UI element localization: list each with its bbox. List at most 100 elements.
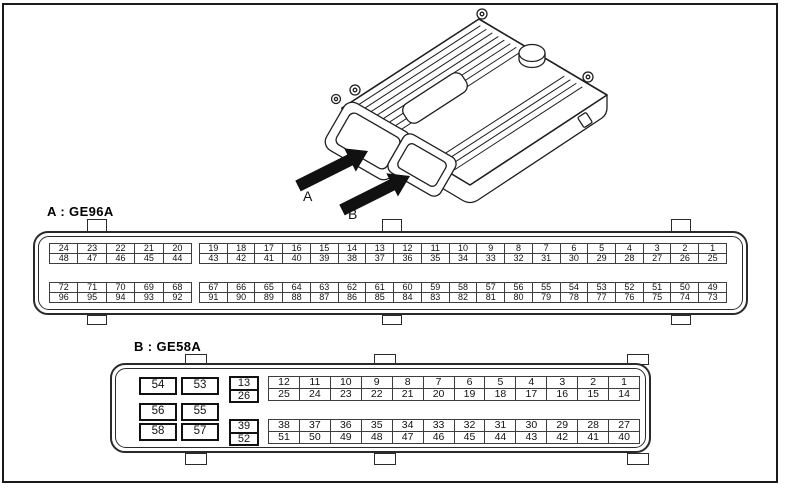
- mount-tab: [671, 315, 691, 325]
- pin-cell: 26: [670, 254, 698, 263]
- pin-cell: 34: [391, 420, 423, 431]
- pin-cell: 48: [360, 432, 392, 443]
- pin-cell: 50: [298, 432, 330, 443]
- pin-cell: 73: [698, 293, 726, 302]
- pin-cell: 93: [134, 293, 162, 302]
- pin-cell: 14: [608, 389, 639, 400]
- pin-cell: 50: [670, 283, 698, 292]
- pin-cell: 87: [309, 293, 338, 302]
- pin-cell: 17: [254, 244, 282, 253]
- pin-box-56: 56: [139, 403, 177, 421]
- pin-cell: 32: [453, 420, 485, 431]
- pin-cell: 56: [504, 283, 532, 292]
- mount-tab: [382, 315, 402, 325]
- pin-cell: 58: [448, 283, 477, 292]
- ecu-screw-bosses: [349, 8, 594, 96]
- pin-cell: 3: [642, 244, 671, 253]
- pin-row: 52: [231, 432, 257, 445]
- pin-cell: 65: [254, 283, 282, 292]
- pin-cell: 34: [448, 254, 477, 263]
- pin-cell: 19: [208, 243, 219, 253]
- pin-cell: 5: [484, 377, 515, 388]
- pin-cell: 36: [393, 254, 421, 263]
- ecu-boss-cylinder: [518, 43, 546, 69]
- pin-cell: 15: [577, 389, 608, 400]
- pin-cell: 9: [360, 377, 392, 388]
- pin-cell: 37: [365, 254, 393, 263]
- connector-b-title: B : GE58A: [134, 339, 202, 354]
- pin-cell: 8: [391, 377, 423, 388]
- pin-cell: 81: [476, 293, 504, 302]
- mount-tab: [185, 453, 207, 465]
- pin-row: 26: [231, 389, 257, 402]
- pin-cell: 42: [546, 432, 577, 443]
- pin-cell: 33: [476, 254, 504, 263]
- ecu-mount-ear: [330, 93, 342, 105]
- pin-cell: 47: [391, 432, 423, 443]
- pin-cell: 89: [254, 293, 282, 302]
- pin-cell: 32: [504, 254, 532, 263]
- pin-cell: 57: [476, 283, 504, 292]
- pin-cell: 88: [282, 293, 310, 302]
- pin-cell: 17: [515, 389, 546, 400]
- pin-cell: 43: [515, 432, 546, 443]
- pin-cell: 59: [420, 283, 449, 292]
- pin-cell: 51: [642, 283, 671, 292]
- pin-cell: 13: [237, 377, 251, 389]
- pin-cell: 14: [337, 244, 366, 253]
- pin-cell: 52: [615, 283, 643, 292]
- pin-cell: 1: [698, 244, 726, 253]
- pin-cell: 18: [484, 389, 515, 400]
- pin-cell: 21: [391, 389, 423, 400]
- mount-tab: [87, 315, 107, 325]
- pin-cell: 27: [642, 254, 671, 263]
- pin-cell: 68: [162, 283, 191, 292]
- pin-cell: 13: [365, 244, 393, 253]
- pin-cell: 71: [77, 283, 105, 292]
- pin-cell: 44: [484, 432, 515, 443]
- pin-cell: 22: [360, 389, 392, 400]
- pin-cell: 31: [531, 254, 560, 263]
- pin-row: 39: [231, 421, 257, 432]
- pin-cell: 16: [546, 389, 577, 400]
- pin-cell: 36: [329, 420, 361, 431]
- pin-cell: 45: [134, 254, 162, 263]
- pin-cell: 35: [420, 254, 449, 263]
- pin-cell: 42: [226, 254, 255, 263]
- pin-cell: 7: [531, 244, 560, 253]
- pin-cell: 30: [515, 420, 546, 431]
- pin-cell: 53: [587, 283, 615, 292]
- pin-cell: 39: [237, 420, 251, 432]
- pin-box-54: 54: [139, 377, 177, 395]
- pin-cell: 11: [298, 377, 330, 388]
- pin-cell: 79: [531, 293, 560, 302]
- pin-cell: 84: [393, 293, 421, 302]
- pin-box-57: 57: [181, 423, 219, 441]
- pin-cell: 15: [309, 244, 338, 253]
- pin-cell: 85: [365, 293, 393, 302]
- pin-cell: 82: [448, 293, 477, 302]
- pin-cell: 28: [615, 254, 643, 263]
- pin-cell: 16: [282, 244, 310, 253]
- pin-cell: 9: [476, 244, 504, 253]
- pin-cell: 4: [615, 244, 643, 253]
- pin-cell: 40: [282, 254, 310, 263]
- pin-cell: 52: [237, 433, 251, 445]
- pin-cell: 6: [453, 377, 485, 388]
- pin-cell: 20: [422, 389, 454, 400]
- pin-cell: 51: [278, 431, 290, 444]
- pin-cell: 72: [58, 282, 69, 292]
- pin-cell: 66: [226, 283, 255, 292]
- pin-cell: 55: [531, 283, 560, 292]
